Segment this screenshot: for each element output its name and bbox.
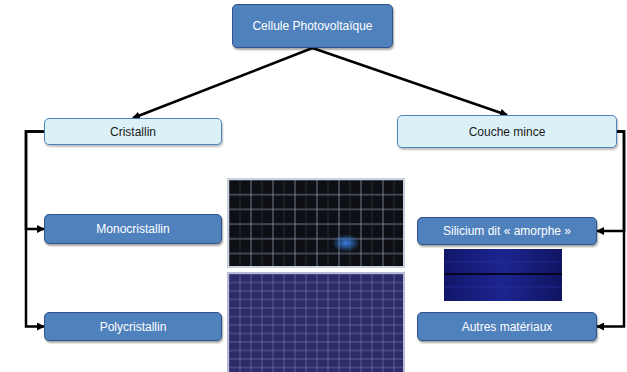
box-label: Cristallin — [110, 125, 156, 139]
category-box: Autres matériaux — [417, 312, 597, 341]
monocrystalline-panel — [227, 178, 405, 268]
arrow-connector — [313, 48, 508, 115]
category-box: Polycristallin — [44, 312, 222, 341]
box-label: Couche mince — [469, 125, 546, 139]
box-label: Autres matériaux — [462, 320, 553, 334]
box-label: Monocristallin — [96, 222, 169, 236]
box-label: Silicium dit « amorphe » — [443, 224, 571, 238]
polycrystalline-panel — [227, 272, 405, 372]
arrow-connector — [26, 132, 44, 327]
category-box: Monocristallin — [44, 214, 222, 244]
box-label: Polycristallin — [100, 320, 167, 334]
group-box: Cristallin — [44, 118, 222, 145]
arrow-connector — [26, 132, 44, 230]
box-label: Cellule Photovoltaïque — [252, 19, 372, 33]
arrow-connector — [597, 132, 624, 327]
amorphous-panel — [444, 249, 562, 301]
group-box: Couche mince — [397, 115, 617, 148]
category-box: Silicium dit « amorphe » — [417, 217, 597, 245]
arrow-connector — [133, 48, 313, 118]
category-box: Cellule Photovoltaïque — [232, 4, 393, 48]
